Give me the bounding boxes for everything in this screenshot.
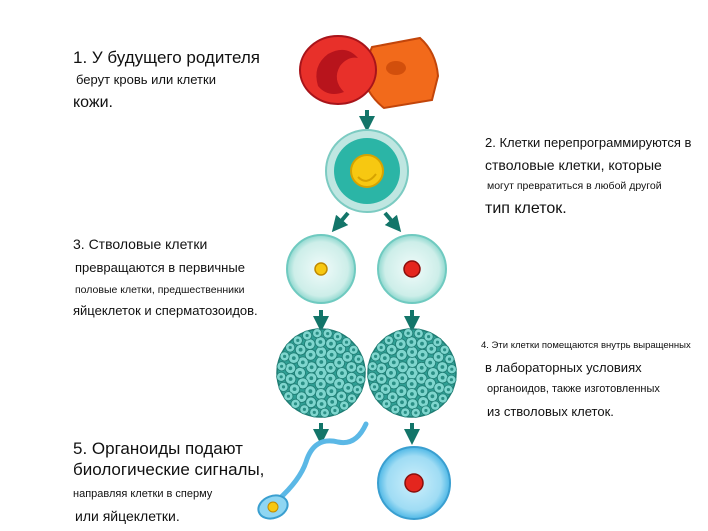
step2-line1: 2. Клетки перепрограммируются в <box>485 135 692 150</box>
germ-cell-icon <box>286 234 356 304</box>
stem-cell-icon <box>325 129 409 213</box>
step2-line3: могут превратиться в любой другой <box>487 180 662 192</box>
step4-line3: органоидов, также изготовленных <box>487 383 660 395</box>
step2-line2: стволовые клетки, которые <box>485 157 662 173</box>
germ-cell-icon <box>377 234 447 304</box>
step5-line1: 5. Органоиды подают <box>73 439 243 458</box>
step3-line2: превращаются в первичные <box>75 260 245 275</box>
organoid-icon <box>367 328 457 418</box>
step5-line3: направляя клетки в сперму <box>73 488 213 500</box>
arrow-down-icon <box>313 110 420 445</box>
sperm-icon <box>257 421 369 520</box>
step4-line4: из стволовых клеток. <box>487 404 614 419</box>
step3-line1: 3. Стволовые клетки <box>73 236 208 252</box>
organoid-icon <box>276 328 366 418</box>
step4-line2: в лабораторных условиях <box>485 360 642 375</box>
step5-line4: или яйцеклетки. <box>75 508 180 524</box>
step4-line1: 4. Эти клетки помещаются внутрь выращенн… <box>481 340 691 351</box>
red-blood-cell-icon <box>299 35 377 105</box>
egg-icon <box>377 446 451 520</box>
step1-line3: кожи. <box>73 94 113 111</box>
step5-line2: биологические сигналы, <box>73 460 265 479</box>
step3-line3: половые клетки, предшественники <box>75 284 245 296</box>
step1-line2: берут кровь или клетки <box>76 72 216 87</box>
step2-line4: тип клеток. <box>485 200 567 217</box>
step3-line4: яйцеклеток и сперматозоидов. <box>73 303 258 318</box>
step1-line1: 1. У будущего родителя <box>73 48 260 67</box>
